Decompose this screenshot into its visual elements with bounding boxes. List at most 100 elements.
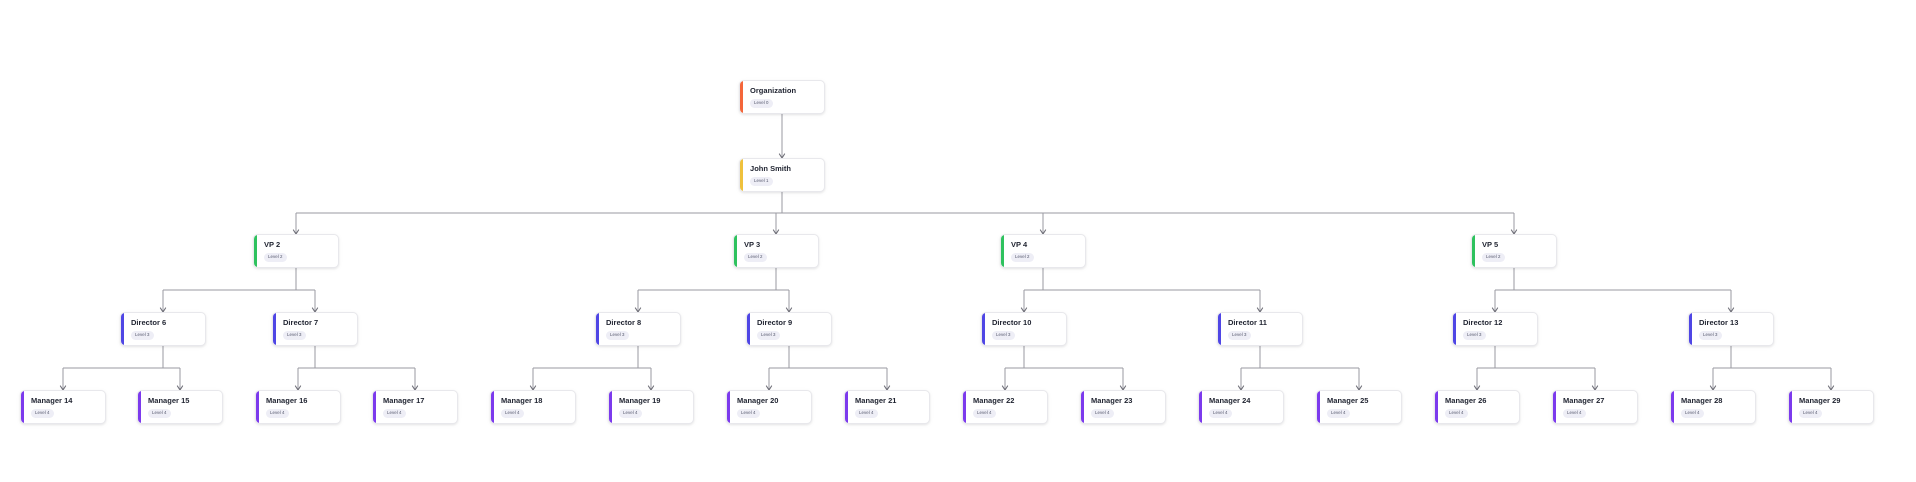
node-level-accent-bar	[1081, 391, 1084, 423]
node-level-badge: Level 3	[1463, 330, 1486, 341]
node-title: Organization	[750, 86, 797, 95]
node-level-accent-bar	[740, 159, 743, 191]
org-node[interactable]: Manager 20 Level 4	[726, 390, 812, 424]
node-level-accent-bar	[121, 313, 124, 345]
node-title: John Smith	[750, 164, 792, 173]
node-title: Manager 23	[1091, 396, 1133, 405]
node-title: Manager 24	[1209, 396, 1251, 405]
node-title: Manager 20	[737, 396, 779, 405]
node-level-badge: Level 2	[1011, 252, 1034, 263]
org-node[interactable]: Director 12 Level 3	[1452, 312, 1538, 346]
node-level-badge: Level 0	[750, 98, 773, 109]
org-node[interactable]: Manager 16 Level 4	[255, 390, 341, 424]
org-node[interactable]: Manager 24 Level 4	[1198, 390, 1284, 424]
node-title: Manager 18	[501, 396, 543, 405]
node-level-badge: Level 4	[1681, 408, 1704, 419]
node-level-accent-bar	[596, 313, 599, 345]
node-level-accent-bar	[1472, 235, 1475, 267]
node-level-accent-bar	[1671, 391, 1674, 423]
node-title: Manager 26	[1445, 396, 1487, 405]
node-level-badge: Level 3	[606, 330, 629, 341]
node-body: Manager 16 Level 4	[259, 391, 340, 423]
node-level-badge: Level 3	[757, 330, 780, 341]
node-body: Director 12 Level 3	[1456, 313, 1537, 345]
node-title: Manager 22	[973, 396, 1015, 405]
node-level-badge: Level 4	[973, 408, 996, 419]
node-level-accent-bar	[1199, 391, 1202, 423]
org-node[interactable]: Manager 18 Level 4	[490, 390, 576, 424]
node-level-badge: Level 2	[1482, 252, 1505, 263]
node-level-accent-bar	[1789, 391, 1792, 423]
node-level-accent-bar	[734, 235, 737, 267]
node-level-badge: Level 2	[744, 252, 767, 263]
node-level-badge: Level 4	[1209, 408, 1232, 419]
node-level-accent-bar	[727, 391, 730, 423]
node-level-badge: Level 4	[1799, 408, 1822, 419]
node-level-badge: Level 3	[1228, 330, 1251, 341]
node-title: Manager 16	[266, 396, 308, 405]
node-level-badge: Level 4	[619, 408, 642, 419]
node-level-badge: Level 4	[855, 408, 878, 419]
node-level-accent-bar	[1689, 313, 1692, 345]
node-body: Manager 20 Level 4	[730, 391, 811, 423]
node-title: Manager 15	[148, 396, 190, 405]
node-body: Manager 18 Level 4	[494, 391, 575, 423]
node-level-badge: Level 4	[266, 408, 289, 419]
node-level-accent-bar	[747, 313, 750, 345]
node-level-accent-bar	[1553, 391, 1556, 423]
node-level-accent-bar	[845, 391, 848, 423]
node-level-badge: Level 4	[737, 408, 760, 419]
node-body: Manager 22 Level 4	[966, 391, 1047, 423]
node-title: Manager 27	[1563, 396, 1605, 405]
node-title: Director 12	[1463, 318, 1503, 327]
node-level-badge: Level 3	[1699, 330, 1722, 341]
node-level-badge: Level 4	[501, 408, 524, 419]
node-title: Manager 14	[31, 396, 73, 405]
org-node[interactable]: Manager 22 Level 4	[962, 390, 1048, 424]
node-title: VP 2	[264, 240, 281, 249]
